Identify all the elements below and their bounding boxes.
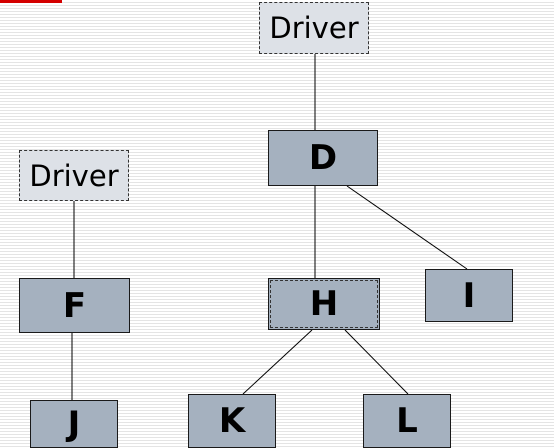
accent-bar <box>0 0 62 3</box>
driver-node-right-label: Driver <box>269 11 359 45</box>
driver-node-right: Driver <box>259 2 369 54</box>
module-node-i-label: I <box>462 275 476 316</box>
edge-d-i <box>346 185 468 270</box>
module-node-d-label: D <box>308 138 338 178</box>
module-node-f-label: F <box>62 285 87 326</box>
driver-node-left-label: Driver <box>29 158 119 193</box>
module-node-l: L <box>363 394 451 448</box>
module-node-f: F <box>19 278 130 333</box>
module-node-h-label: H <box>309 284 339 324</box>
module-node-j-label: J <box>67 404 81 444</box>
module-node-i: I <box>425 269 513 322</box>
module-node-l-label: L <box>396 401 418 441</box>
module-node-d: D <box>268 130 378 186</box>
edge-h-k <box>242 329 313 395</box>
module-node-k-label: K <box>218 401 246 441</box>
driver-node-left: Driver <box>19 150 129 201</box>
module-node-h: H <box>268 278 380 330</box>
module-node-j: J <box>30 400 118 448</box>
module-node-k: K <box>188 394 276 448</box>
edge-h-l <box>344 329 409 395</box>
